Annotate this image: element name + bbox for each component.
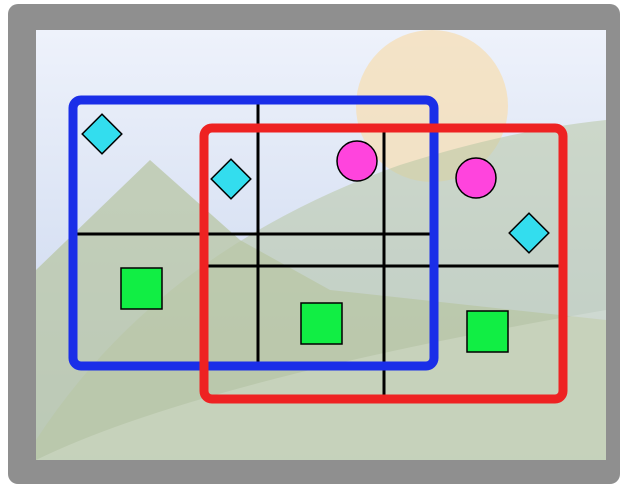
grid-lines — [73, 97, 563, 402]
red-region-box — [199, 123, 568, 404]
diamond-icon — [210, 158, 252, 200]
diamond-icon — [508, 212, 550, 254]
square-icon — [120, 267, 163, 310]
blue-region-box — [68, 95, 439, 371]
circle-icon — [336, 140, 378, 182]
circle-icon — [455, 157, 497, 199]
square-icon — [300, 302, 343, 345]
square-icon — [466, 310, 509, 353]
hill-shade — [36, 310, 606, 460]
shape-markers — [81, 113, 550, 353]
diamond-icon — [81, 113, 123, 155]
hill-front — [36, 120, 606, 460]
